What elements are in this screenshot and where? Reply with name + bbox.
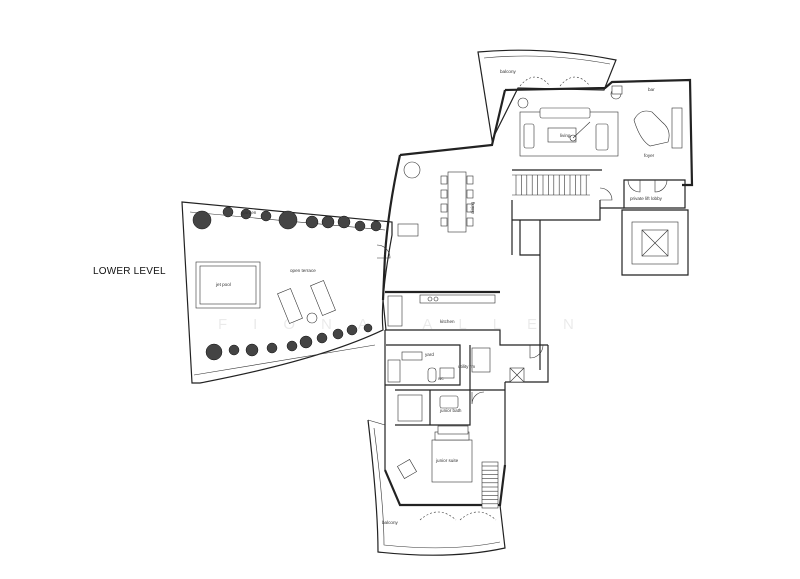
terrace-plant [228, 344, 240, 356]
label-junior-bath: junior bath [439, 408, 462, 413]
terrace-plant [260, 210, 272, 222]
main-walls [381, 78, 694, 507]
label-bar: bar [648, 87, 655, 92]
dining-chair [466, 217, 474, 227]
terrace-plant [316, 332, 328, 344]
label-kitchen: kitchen [440, 319, 455, 324]
terrace-plant [205, 343, 223, 361]
doors [376, 179, 668, 405]
label-dining: dining [470, 201, 475, 214]
terrace-plant [299, 335, 313, 349]
terrace-plant [266, 342, 278, 354]
label-foyer: foyer [644, 153, 655, 158]
dining-chair [440, 217, 448, 227]
dining-chair [440, 175, 448, 185]
terrace-plant [286, 340, 298, 352]
label-jet-pool: jet pool [215, 282, 231, 287]
terrace-plant [305, 215, 319, 229]
terrace-plant [245, 343, 259, 357]
dining-chair [440, 189, 448, 199]
room-labels: balcony bar living foyer private lift lo… [215, 69, 663, 525]
kitchen-fixtures [387, 295, 491, 435]
dining-chair [466, 189, 474, 199]
stairs [481, 174, 590, 509]
terrace-plant [337, 215, 351, 229]
label-open-terrace: open terrace [290, 268, 316, 273]
terrace-plant [363, 323, 373, 333]
terrace-plant [240, 208, 252, 220]
label-junior-suite: junior suite [435, 458, 459, 463]
terrace-plant [192, 210, 212, 230]
terrace-plant [346, 324, 358, 336]
terrace-plant [332, 328, 344, 340]
dining-chair [466, 203, 474, 213]
label-wc: wc [438, 376, 444, 381]
dining-chair [440, 203, 448, 213]
balcony-top-area [477, 49, 617, 142]
label-garden: garden [242, 210, 257, 215]
label-yard: yard [425, 352, 434, 357]
terrace-plant [222, 206, 234, 218]
living-furniture [517, 85, 683, 157]
dining-furniture [397, 161, 474, 237]
balcony-bottom-area [367, 419, 506, 556]
open-terrace [181, 201, 393, 384]
label-private-lift-lobby: private lift lobby [630, 196, 663, 201]
level-label: LOWER LEVEL [93, 266, 166, 277]
terrace-plant [354, 220, 366, 232]
label-balcony-top: balcony [500, 69, 517, 74]
label-balcony-bottom: balcony [382, 520, 399, 525]
terrace-plant [321, 215, 335, 229]
dining-chair [466, 175, 474, 185]
label-utility-rm: utility rm [458, 364, 475, 369]
terrace-plant [370, 220, 382, 232]
terrace-plant [278, 210, 298, 230]
label-living: living [560, 133, 571, 138]
